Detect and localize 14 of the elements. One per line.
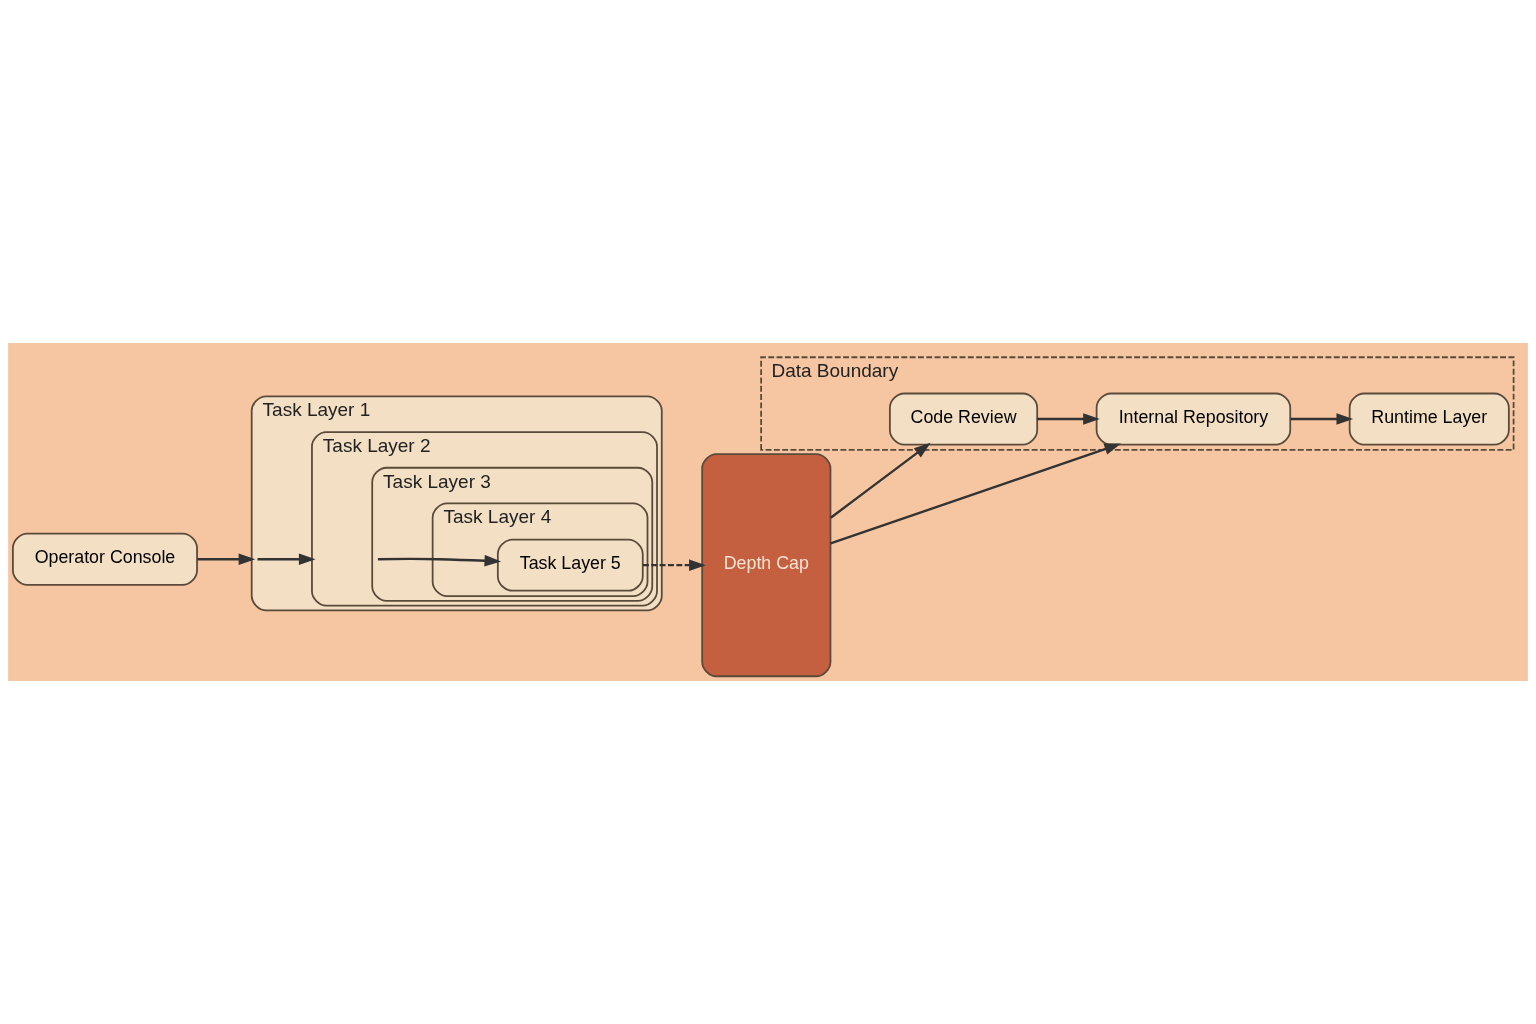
node-box: Code Review <box>889 392 1039 446</box>
node-box: Internal Repository <box>1095 392 1292 446</box>
node-box: Depth Cap <box>701 453 832 678</box>
arrow <box>643 559 706 571</box>
arrow <box>1290 413 1354 425</box>
node-box: Task Layer 5 <box>496 538 644 592</box>
arrow <box>830 443 1122 545</box>
node-box: Runtime Layer <box>1348 392 1510 446</box>
node-box: Operator Console <box>12 532 198 586</box>
arrow <box>238 553 316 566</box>
arrow <box>377 554 502 567</box>
arrow <box>830 442 931 519</box>
arrow <box>1037 413 1100 425</box>
arrow <box>197 553 256 566</box>
